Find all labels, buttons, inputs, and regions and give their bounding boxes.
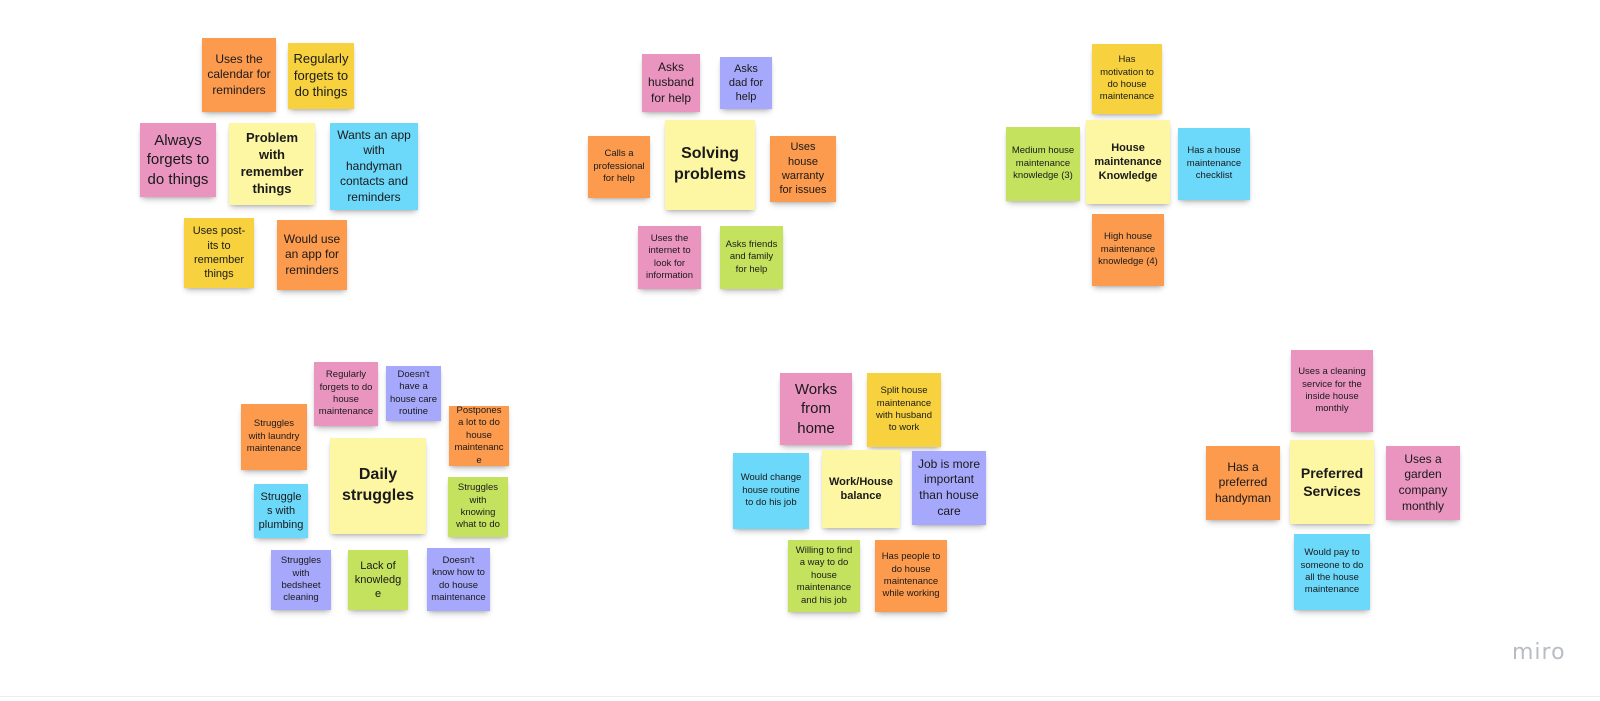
sticky-note[interactable]: Uses the calendar for reminders: [202, 38, 276, 112]
sticky-note[interactable]: Would use an app for reminders: [277, 220, 347, 290]
cluster-header-note[interactable]: House maintenance Knowledge: [1086, 120, 1170, 204]
sticky-note[interactable]: Asks friends and family for help: [720, 226, 783, 289]
sticky-note[interactable]: Has people to do house maintenance while…: [875, 540, 947, 612]
sticky-note[interactable]: High house maintenance knowledge (4): [1092, 214, 1164, 286]
sticky-note[interactable]: Asks dad for help: [720, 57, 772, 109]
sticky-note[interactable]: Uses a cleaning service for the inside h…: [1291, 350, 1373, 432]
sticky-note[interactable]: Asks husband for help: [642, 54, 700, 112]
sticky-note[interactable]: Uses the internet to look for informatio…: [638, 226, 701, 289]
canvas-bottom-divider: [0, 696, 1600, 697]
sticky-note[interactable]: Doesn't have a house care routine: [386, 366, 441, 421]
sticky-note[interactable]: Regularly forgets to do house maintenanc…: [314, 362, 378, 426]
sticky-note[interactable]: Struggles with plumbing: [254, 484, 308, 538]
sticky-note[interactable]: Calls a professional for help: [588, 136, 650, 198]
sticky-note[interactable]: Postpones a lot to do house maintenance: [449, 405, 509, 466]
sticky-note[interactable]: Regularly forgets to do things: [288, 43, 354, 109]
cluster-header-note[interactable]: Daily struggles: [330, 438, 426, 534]
miro-logo: miro: [1512, 640, 1566, 665]
sticky-note[interactable]: Uses house warranty for issues: [770, 136, 836, 202]
sticky-note[interactable]: Struggles with laundry maintenance: [241, 404, 307, 470]
sticky-note[interactable]: Lack of knowledge: [348, 550, 408, 610]
cluster-header-note[interactable]: Work/House balance: [822, 450, 900, 528]
sticky-note[interactable]: Would pay to someone to do all the house…: [1294, 534, 1370, 610]
sticky-note[interactable]: Works from home: [780, 373, 852, 445]
sticky-note[interactable]: Doesn't know how to do house maintenance: [427, 548, 490, 611]
sticky-note[interactable]: Struggles with knowing what to do: [448, 477, 508, 537]
sticky-note[interactable]: Uses a garden company monthly: [1386, 446, 1460, 520]
sticky-note[interactable]: Has a preferred handyman: [1206, 446, 1280, 520]
sticky-note[interactable]: Wants an app with handyman contacts and …: [330, 123, 418, 210]
sticky-note[interactable]: Job is more important than house care: [912, 451, 986, 525]
cluster-header-note[interactable]: Solving problems: [665, 120, 755, 210]
cluster-header-note[interactable]: Preferred Services: [1290, 440, 1374, 524]
sticky-note[interactable]: Struggles with bedsheet cleaning: [271, 550, 331, 610]
sticky-note[interactable]: Has motivation to do house maintenance: [1092, 44, 1162, 114]
sticky-note[interactable]: Medium house maintenance knowledge (3): [1006, 127, 1080, 201]
cluster-header-note[interactable]: Problem with remember things: [229, 123, 315, 205]
sticky-note[interactable]: Uses post-its to remember things: [184, 218, 254, 288]
sticky-note[interactable]: Would change house routine to do his job: [733, 453, 809, 529]
sticky-note[interactable]: Has a house maintenance checklist: [1178, 128, 1250, 200]
sticky-note[interactable]: Willing to find a way to do house mainte…: [788, 540, 860, 612]
sticky-note[interactable]: Always forgets to do things: [140, 123, 216, 197]
sticky-note[interactable]: Split house maintenance with husband to …: [867, 373, 941, 447]
